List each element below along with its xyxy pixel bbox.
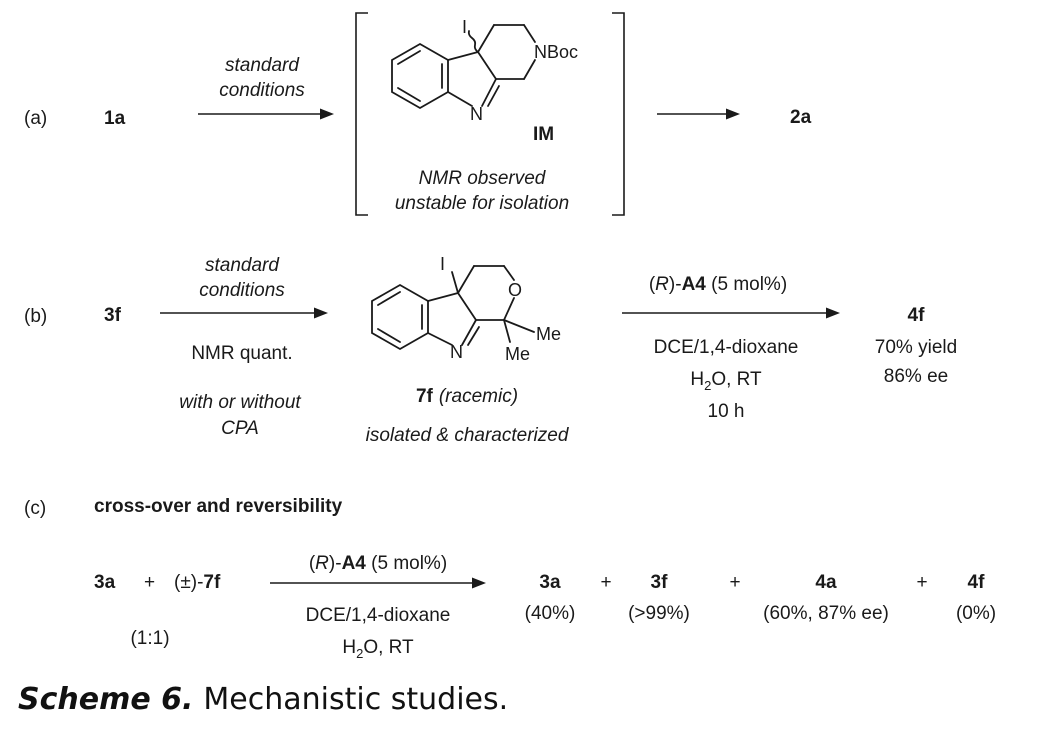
row-b-water-condition: H2O, RT (690, 369, 762, 393)
row-a-arrow-label-line1: standard (225, 55, 300, 76)
row-a-start-compound: 1a (104, 108, 126, 129)
svg-text:H2O, RT: H2O, RT (690, 369, 762, 393)
row-c-product-name: 4a (815, 572, 837, 593)
7f-structure (371, 265, 535, 351)
caption-label: Scheme 6. (18, 682, 194, 717)
row-b-catalyst-loading: (5 mol%) (711, 274, 787, 295)
im-note-unstable: unstable for isolation (395, 193, 569, 214)
row-c-product-result: (60%, 87% ee) (763, 603, 889, 624)
row-a-product: 2a (790, 107, 812, 128)
row-b-time: 10 h (708, 401, 745, 422)
7f-compound-number: 7f (416, 386, 434, 407)
row-c: (c) cross-over and reversibility 3a + (±… (24, 496, 996, 661)
row-c-arrow (270, 577, 486, 589)
im-label: IM (533, 124, 554, 145)
row-b-cpa-note-line2: CPA (221, 418, 259, 439)
row-b-catalyst-config: R (655, 274, 669, 295)
row-c-reactant-7f: (±)-7f (174, 572, 221, 593)
row-b-ee: 86% ee (884, 366, 948, 387)
row-c-product-result: (>99%) (628, 603, 690, 624)
7f-methyl-1: Me (536, 324, 561, 344)
row-b-product: 4f (908, 305, 926, 326)
svg-text:H2O, RT: H2O, RT (342, 637, 414, 661)
row-b-arrow1 (160, 307, 328, 319)
row-c-product-plus: + (600, 572, 611, 593)
row-c-catalyst-loading: (5 mol%) (371, 553, 447, 574)
row-c-product-name: 3f (651, 572, 669, 593)
row-b-start-compound: 3f (104, 305, 122, 326)
row-c-product-name: 3a (539, 572, 561, 593)
im-structure (391, 24, 536, 110)
row-b-arrow1-label-line2: conditions (199, 280, 285, 301)
row-c-reactant-3a: 3a (94, 572, 116, 593)
row-a: (a) 1a standard conditions (24, 12, 812, 216)
im-iodine-atom: I (462, 17, 467, 37)
scheme-caption: Scheme 6. Mechanistic studies. (18, 682, 508, 717)
intermediate-bracket-left (355, 12, 368, 216)
7f-methyl-2: Me (505, 344, 530, 364)
svg-text:(R)-A4 (5 mol%): (R)-A4 (5 mol%) (309, 553, 447, 574)
row-b-label: (b) (24, 306, 47, 327)
intermediate-bracket-right (612, 12, 625, 216)
svg-text:(R)-A4 (5 mol%): (R)-A4 (5 mol%) (649, 274, 787, 295)
row-c-product-name: 4f (968, 572, 986, 593)
row-b: (b) 3f standard conditions NMR quant. wi… (24, 254, 957, 446)
row-b-arrow2-catalyst: (R)-A4 (5 mol%) (649, 274, 787, 295)
row-b-arrow1-below-label: NMR quant. (191, 343, 292, 364)
row-a-arrow-label-line2: conditions (219, 80, 305, 101)
svg-text:7f(racemic): 7f(racemic) (416, 386, 518, 407)
row-c-catalyst-name: A4 (342, 553, 367, 574)
row-c-ratio: (1:1) (130, 628, 169, 649)
row-a-reaction-arrow (198, 108, 334, 120)
row-b-catalyst-name: A4 (682, 274, 707, 295)
row-b-arrow2 (622, 307, 840, 319)
row-c-solvent: DCE/1,4-dioxane (306, 605, 451, 626)
row-c-product-plus: + (916, 572, 927, 593)
im-note-nmr: NMR observed (419, 168, 547, 189)
row-b-arrow1-label-line1: standard (205, 255, 280, 276)
row-c-water-condition: H2O, RT (342, 637, 414, 661)
row-c-plus: + (144, 572, 155, 593)
row-a-second-arrow (657, 108, 740, 120)
svg-text:(±)-7f: (±)-7f (174, 572, 221, 593)
row-b-solvent: DCE/1,4-dioxane (654, 337, 799, 358)
row-c-catalyst-config: R (315, 553, 329, 574)
row-c-product-plus: + (729, 572, 740, 593)
im-nboc-group: NBoc (534, 42, 578, 62)
mechanistic-scheme: (a) 1a standard conditions (24, 12, 996, 661)
row-c-title: cross-over and reversibility (94, 496, 343, 517)
row-b-yield: 70% yield (875, 337, 957, 358)
7f-oxygen-atom: O (508, 280, 522, 300)
row-c-product-result: (40%) (525, 603, 576, 624)
row-c-product-result: (0%) (956, 603, 996, 624)
im-nitrogen-atom: N (470, 104, 483, 124)
caption-text: Mechanistic studies. (203, 682, 509, 717)
7f-label: 7f(racemic) (416, 386, 518, 407)
7f-isolation-note: isolated & characterized (366, 425, 570, 446)
7f-iodine-atom: I (440, 254, 445, 274)
row-b-cpa-note-line1: with or without (179, 392, 301, 413)
7f-racemic-label: (racemic) (439, 386, 518, 407)
7f-nitrogen-atom: N (450, 342, 463, 362)
row-c-label: (c) (24, 498, 46, 519)
row-a-label: (a) (24, 108, 47, 129)
row-c-catalyst: (R)-A4 (5 mol%) (309, 553, 447, 574)
